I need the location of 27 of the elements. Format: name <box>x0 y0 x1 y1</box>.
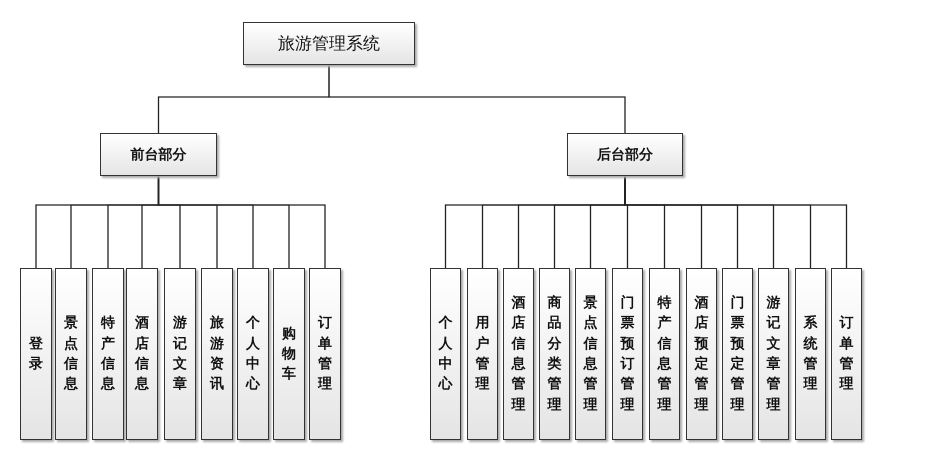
module-box: 特产信息 <box>92 268 124 440</box>
module-box: 门票预订管理 <box>612 268 643 440</box>
module-box: 酒店信息 <box>126 268 158 440</box>
connector-line <box>624 176 848 268</box>
module-box: 景点信息 <box>55 268 87 440</box>
module-box: 酒店预定管理 <box>686 268 717 440</box>
module-box: 订单管理 <box>831 268 862 440</box>
module-box: 酒店信息管理 <box>503 268 534 440</box>
module-box: 个人中心 <box>237 268 269 440</box>
module-box: 用户管理 <box>467 268 498 440</box>
module-box: 个人中心 <box>430 268 461 440</box>
module-box: 特产信息管理 <box>649 268 680 440</box>
module-box: 订单管理 <box>309 268 341 440</box>
module-box: 景点信息管理 <box>575 268 606 440</box>
connector-line <box>328 65 626 133</box>
module-box: 购物车 <box>273 268 305 440</box>
subsystem-box: 后台部分 <box>567 133 683 176</box>
module-box: 系统管理 <box>795 268 826 440</box>
module-box: 登录 <box>20 268 52 440</box>
module-box: 商品分类管理 <box>539 268 570 440</box>
module-box: 旅游资讯 <box>201 268 233 440</box>
connector-line <box>158 176 326 268</box>
module-box: 游记文章管理 <box>758 268 789 440</box>
module-box: 游记文章 <box>164 268 196 440</box>
system-box: 旅游管理系统 <box>243 22 415 65</box>
module-box: 门票预定管理 <box>722 268 753 440</box>
subsystem-box: 前台部分 <box>100 133 217 176</box>
